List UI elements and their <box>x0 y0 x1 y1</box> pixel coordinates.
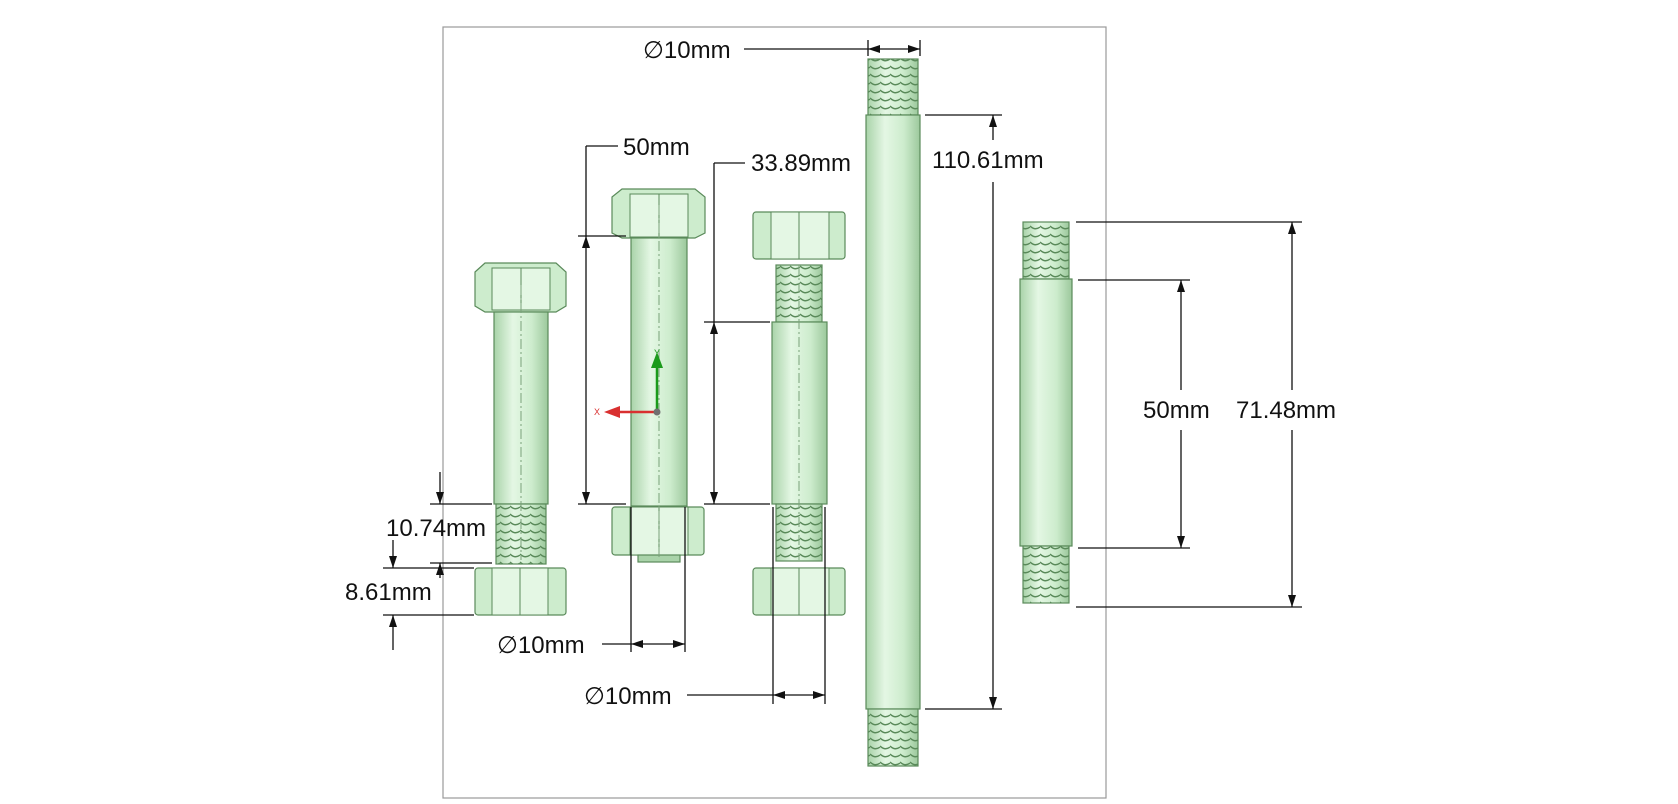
dim-standoff-total: 71.48mm <box>1076 221 1336 608</box>
bolt-3-bottom-nut <box>752 567 846 616</box>
bolt-3-top-nut <box>752 211 846 260</box>
coordinate-axes-icon: Y X <box>594 348 663 418</box>
axis-x-label: X <box>594 407 600 417</box>
viewport-frame <box>442 26 1107 799</box>
bolt-2[interactable] <box>611 188 706 563</box>
dim-bolt-1-thread: 10.74mm <box>386 472 492 578</box>
standoff-shaft <box>1019 278 1073 547</box>
dim-nut-height: 8.61mm <box>345 567 474 650</box>
bolt-1-nut <box>474 567 567 616</box>
dim-standoff-shaft-label: 50mm <box>1143 397 1210 424</box>
dim-rod-diameter-label: ∅10mm <box>643 37 731 64</box>
dim-stud-length-label: 110.61mm <box>932 147 1044 174</box>
dim-standoff-total-label: 71.48mm <box>1236 397 1336 424</box>
stud-shaft <box>865 114 921 710</box>
dim-bolt-3-diameter-label: ∅10mm <box>584 683 672 710</box>
dim-nut-height-label: 8.61mm <box>345 579 432 606</box>
dim-bolt-2-diameter-label: ∅10mm <box>497 632 585 659</box>
dim-rod-diameter: ∅10mm <box>643 37 921 64</box>
dim-bolt-2-length-label: 50mm <box>623 134 690 161</box>
dim-bolt-3-thread-label: 33.89mm <box>751 150 851 177</box>
dim-stud-length: 110.61mm <box>925 114 1044 710</box>
standoff-top-thread <box>1022 221 1070 280</box>
bolt-2-nut <box>611 506 705 563</box>
stud-bottom-thread <box>867 708 919 767</box>
bolt-3[interactable] <box>752 211 846 616</box>
dim-bolt-1-thread-label: 10.74mm <box>386 515 486 542</box>
dim-bolt-3-diameter: ∅10mm <box>584 507 826 710</box>
dim-bolt-2-diameter: ∅10mm <box>497 507 686 659</box>
dim-bolt-2-length: 50mm <box>578 134 690 505</box>
threaded-standoff[interactable] <box>1019 221 1073 604</box>
dim-bolt-3-thread: 33.89mm <box>704 150 851 505</box>
bolt-3-lower-thread <box>775 503 823 562</box>
bolt-1[interactable] <box>474 262 567 616</box>
dim-standoff-shaft: 50mm <box>1078 279 1210 549</box>
stud-top-thread <box>867 58 919 116</box>
axis-y-label: Y <box>654 348 660 358</box>
standoff-bottom-thread <box>1022 545 1070 604</box>
threaded-stud[interactable] <box>865 58 921 767</box>
